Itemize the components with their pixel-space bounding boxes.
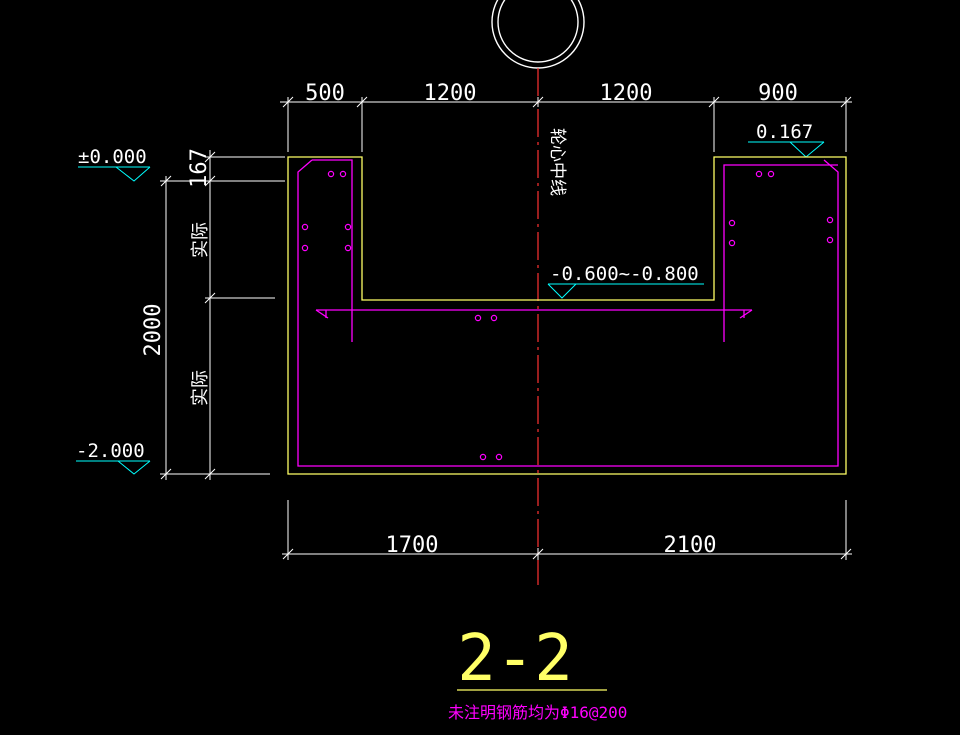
dim-left-167: 167 — [187, 148, 212, 188]
elevation-right-top-label: 0.167 — [756, 121, 813, 143]
elevation-slot: -0.600~-0.800 — [547, 263, 704, 299]
dim-top-1200-right: 1200 — [600, 81, 653, 106]
dim-top-500: 500 — [305, 81, 345, 106]
rebar-cage — [297, 159, 839, 467]
bottom-dimension-chain: 1700 2100 — [282, 500, 852, 560]
rebar-note: 未注明钢筋均为Φ16@200 — [448, 703, 627, 722]
elevation-ground: ±0.000 — [78, 146, 151, 182]
wheel-symbol — [491, 0, 585, 69]
centerline-label: 轮心中线 — [547, 128, 567, 196]
dim-top-1200-left: 1200 — [424, 81, 477, 106]
dim-bottom-1700: 1700 — [386, 533, 439, 558]
dim-left-actual-lower: 实际 — [190, 370, 211, 406]
dim-left-actual-upper: 实际 — [190, 222, 211, 258]
elevation-ground-label: ±0.000 — [78, 146, 147, 168]
dim-bottom-2100: 2100 — [664, 533, 717, 558]
dim-top-900: 900 — [758, 81, 798, 106]
elevation-slot-label: -0.600~-0.800 — [550, 263, 699, 285]
rebar-dots — [301, 170, 834, 461]
elevation-bottom: -2.000 — [76, 440, 151, 475]
section-title: 2-2 — [457, 622, 573, 696]
elevation-bottom-label: -2.000 — [76, 440, 145, 462]
concrete-outline — [287, 156, 847, 475]
left-dimension-chain: 2000 167 实际 实际 — [141, 148, 285, 480]
top-dimension-chain: 500 1200 1200 900 — [280, 81, 852, 152]
elevation-right-top: 0.167 — [748, 121, 825, 158]
dim-left-2000: 2000 — [141, 304, 166, 357]
